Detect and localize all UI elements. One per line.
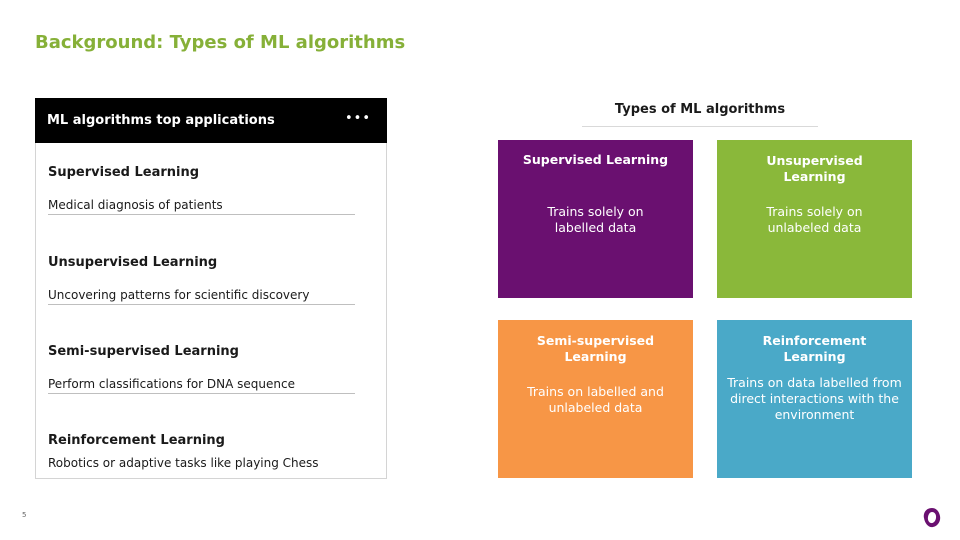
algorithm-application: Uncovering patterns for scientific disco… [48,288,355,305]
card-unsupervised: Unsupervised Learning Trains solely on u… [717,140,912,298]
page-number: 5 [22,511,27,519]
types-heading: Types of ML algorithms [582,102,818,127]
card-description: Trains solely on unlabeled data [766,204,863,235]
list-item: Unsupervised Learning Uncovering pattern… [48,255,355,305]
card-title: Semi-supervised Learning [536,333,655,364]
brand-logo-icon [923,508,941,528]
card-description: Trains on data labelled from direct inte… [727,375,902,422]
algorithm-application: Robotics or adaptive tasks like playing … [48,456,319,470]
card-title: Reinforcement Learning [762,333,867,364]
card-title: Unsupervised Learning [766,153,863,184]
panel-header: ML algorithms top applications ••• [35,98,387,143]
card-supervised: Supervised Learning Trains solely on lab… [498,140,693,298]
card-semi-supervised: Semi-supervised Learning Trains on label… [498,320,693,478]
more-horizontal-icon[interactable]: ••• [344,111,371,126]
algorithm-application: Perform classifications for DNA sequence [48,377,355,394]
card-reinforcement: Reinforcement Learning Trains on data la… [717,320,912,478]
card-title: Supervised Learning [522,152,669,167]
algorithm-name: Supervised Learning [48,165,200,180]
algorithm-application: Medical diagnosis of patients [48,198,355,215]
panel-header-title: ML algorithms top applications [47,113,275,128]
applications-panel: ML algorithms top applications ••• Super… [35,98,387,479]
slide-title: Background: Types of ML algorithms [35,32,406,53]
algorithm-name: Unsupervised Learning [48,255,218,270]
card-description: Trains solely on labelled data [547,204,644,235]
list-item: Semi-supervised Learning Perform classif… [48,344,355,394]
list-item: Reinforcement Learning Robotics or adapt… [48,433,355,472]
algorithm-name: Semi-supervised Learning [48,344,239,359]
list-item: Supervised Learning Medical diagnosis of… [48,165,355,215]
algorithm-name: Reinforcement Learning [48,433,225,448]
card-description: Trains on labelled and unlabeled data [527,384,664,415]
